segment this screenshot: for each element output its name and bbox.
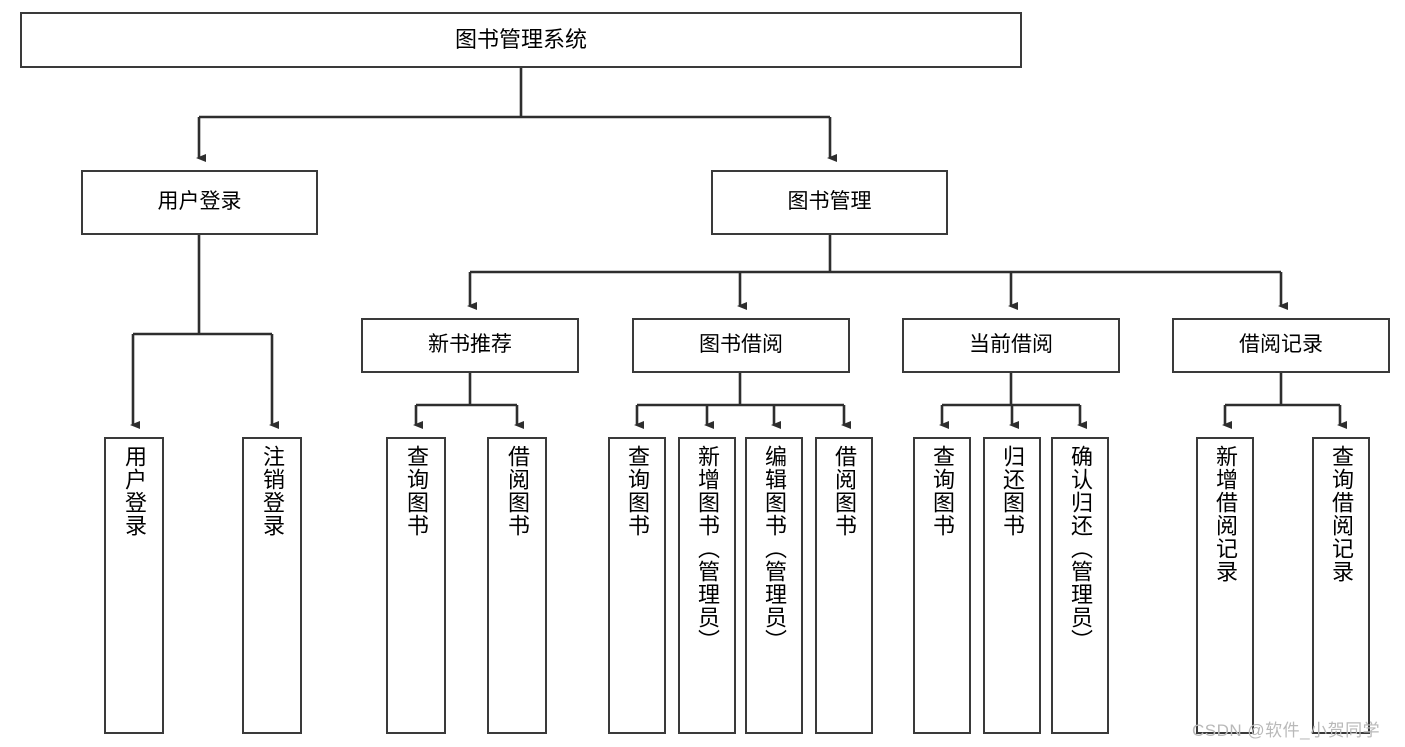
node-leaf-query-book-borrow-label: 查询图书 xyxy=(625,445,650,537)
node-leaf-add-book-admin[interactable]: 新增图书（管理员） xyxy=(678,437,736,734)
node-leaf-borrow-book[interactable]: 借阅图书 xyxy=(815,437,873,734)
node-book-management-label: 图书管理 xyxy=(787,190,872,214)
node-user-login-label: 用户登录 xyxy=(157,190,242,214)
node-leaf-return-book-label: 归还图书 xyxy=(1000,445,1025,537)
node-current-borrow[interactable]: 当前借阅 xyxy=(902,318,1120,373)
node-book-management[interactable]: 图书管理 xyxy=(711,170,948,235)
node-book-borrow-label: 图书借阅 xyxy=(699,333,783,357)
node-new-book-recommend-label: 新书推荐 xyxy=(428,333,512,357)
node-leaf-return-book[interactable]: 归还图书 xyxy=(983,437,1041,734)
csdn-watermark: CSDN @软件_小贺同学 xyxy=(1192,721,1381,740)
node-leaf-query-book-current[interactable]: 查询图书 xyxy=(913,437,971,734)
node-leaf-borrow-book-recommend[interactable]: 借阅图书 xyxy=(487,437,547,734)
node-root-label: 图书管理系统 xyxy=(454,27,587,53)
node-leaf-add-borrow-record[interactable]: 新增借阅记录 xyxy=(1196,437,1254,734)
node-current-borrow-label: 当前借阅 xyxy=(969,333,1053,357)
node-leaf-confirm-return-admin[interactable]: 确认归还（管理员） xyxy=(1051,437,1109,734)
node-leaf-user-login[interactable]: 用户登录 xyxy=(104,437,164,734)
node-leaf-edit-book-admin-label: 编辑图书（管理员） xyxy=(762,445,787,652)
node-borrow-records-label: 借阅记录 xyxy=(1239,333,1323,357)
node-new-book-recommend[interactable]: 新书推荐 xyxy=(361,318,579,373)
node-leaf-logout-login[interactable]: 注销登录 xyxy=(242,437,302,734)
node-leaf-borrow-book-recommend-label: 借阅图书 xyxy=(505,445,530,537)
node-leaf-query-book-recommend[interactable]: 查询图书 xyxy=(386,437,446,734)
node-leaf-add-book-admin-label: 新增图书（管理员） xyxy=(695,445,720,652)
node-leaf-borrow-book-label: 借阅图书 xyxy=(832,445,857,537)
node-leaf-add-borrow-record-label: 新增借阅记录 xyxy=(1213,445,1238,583)
node-leaf-query-book-borrow[interactable]: 查询图书 xyxy=(608,437,666,734)
node-leaf-query-book-current-label: 查询图书 xyxy=(930,445,955,537)
node-leaf-user-login-label: 用户登录 xyxy=(122,445,147,537)
node-leaf-query-borrow-record-label: 查询借阅记录 xyxy=(1329,445,1354,583)
node-root[interactable]: 图书管理系统 xyxy=(20,12,1022,68)
node-user-login[interactable]: 用户登录 xyxy=(81,170,318,235)
node-leaf-edit-book-admin[interactable]: 编辑图书（管理员） xyxy=(745,437,803,734)
node-leaf-confirm-return-admin-label: 确认归还（管理员） xyxy=(1068,445,1093,652)
node-leaf-query-borrow-record[interactable]: 查询借阅记录 xyxy=(1312,437,1370,734)
node-book-borrow[interactable]: 图书借阅 xyxy=(632,318,850,373)
node-borrow-records[interactable]: 借阅记录 xyxy=(1172,318,1390,373)
node-leaf-query-book-recommend-label: 查询图书 xyxy=(404,445,429,537)
node-leaf-logout-login-label: 注销登录 xyxy=(260,445,285,537)
